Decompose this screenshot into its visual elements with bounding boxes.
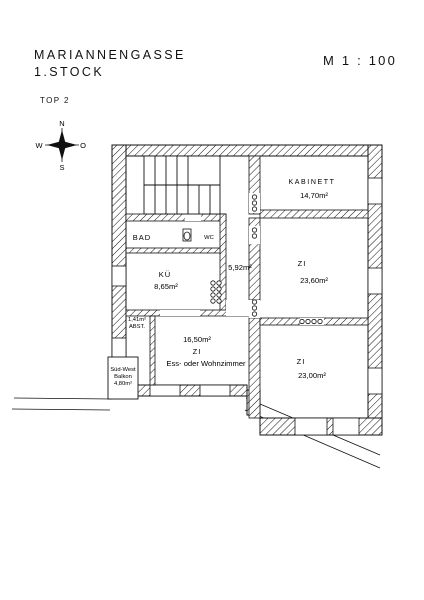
balkon-line2: Balkon <box>114 374 132 380</box>
zimmer-mitte-name: ZI <box>298 259 307 268</box>
abstellraum-area: 1,41m² <box>128 317 146 323</box>
balkon-line1: Süd-West <box>110 367 136 373</box>
door-markers <box>210 194 323 325</box>
compass-rose: N O S W <box>35 119 86 172</box>
wohnzimmer-name: ZI <box>193 347 202 356</box>
floor-label: 1.STOCK <box>34 65 105 79</box>
compass-east-label: O <box>80 141 86 150</box>
wc-name: WC <box>204 235 214 241</box>
kabinett-name: KABINETT <box>288 179 335 186</box>
staircase <box>143 155 221 215</box>
wohnzimmer-description: Ess- oder Wohnzimmer <box>166 359 246 368</box>
street-name: MARIANNENGASSE <box>34 48 186 62</box>
balkon-line3: 4,80m² <box>114 381 132 387</box>
compass-south-label: S <box>59 163 64 172</box>
scale-label: M 1 : 100 <box>323 53 397 68</box>
balcony <box>107 356 139 400</box>
windows <box>111 177 383 436</box>
wohnzimmer-area: 16,50m² <box>183 335 211 344</box>
kabinett-area: 14,70m² <box>300 191 328 200</box>
toilet-icon <box>182 228 192 242</box>
abstellraum-name: ABST. <box>129 324 145 330</box>
compass-north-label: N <box>59 119 64 128</box>
flur-area: 5,92m² <box>228 263 252 272</box>
kueche-name: KÜ <box>159 270 171 279</box>
unit-label: TOP 2 <box>40 96 70 105</box>
zimmer-unten-name: ZI <box>297 357 306 366</box>
zimmer-mitte-area: 23,60m² <box>300 276 328 285</box>
kueche-area: 8,65m² <box>154 282 178 291</box>
compass-west-label: W <box>35 141 43 150</box>
bad-name: BAD <box>133 233 151 242</box>
zimmer-unten-area: 23,00m² <box>298 371 326 380</box>
